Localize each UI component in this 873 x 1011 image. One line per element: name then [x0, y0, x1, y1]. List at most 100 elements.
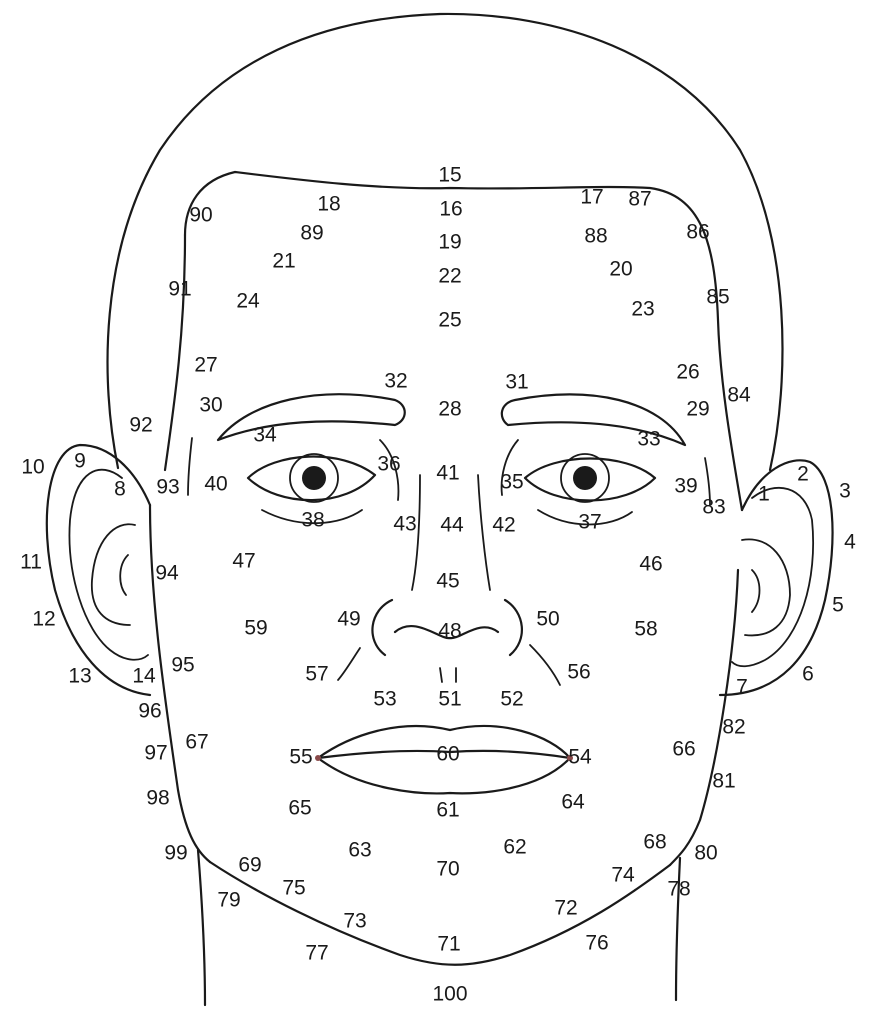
- point-label-5: 5: [832, 594, 844, 617]
- point-label-74: 74: [611, 864, 635, 887]
- point-label-12: 12: [32, 608, 55, 631]
- point-label-37: 37: [578, 511, 601, 534]
- point-label-73: 73: [343, 910, 366, 933]
- left-temple-crease: [188, 438, 192, 495]
- point-label-39: 39: [674, 475, 697, 498]
- point-label-93: 93: [156, 476, 179, 499]
- point-label-18: 18: [317, 193, 340, 216]
- point-label-26: 26: [676, 361, 699, 384]
- point-label-1: 1: [758, 483, 770, 506]
- point-label-89: 89: [300, 222, 323, 245]
- point-label-31: 31: [505, 371, 528, 394]
- point-label-61: 61: [436, 799, 459, 822]
- point-label-43: 43: [393, 513, 416, 536]
- philtrum: [440, 668, 456, 682]
- point-label-4: 4: [844, 531, 856, 554]
- point-label-45: 45: [436, 570, 459, 593]
- hairline: [185, 172, 742, 510]
- point-label-21: 21: [272, 250, 295, 273]
- left-ear: [47, 445, 150, 695]
- point-label-78: 78: [667, 878, 690, 901]
- point-label-23: 23: [631, 298, 654, 321]
- point-label-8: 8: [114, 478, 126, 501]
- point-label-20: 20: [609, 258, 632, 281]
- point-label-27: 27: [194, 354, 217, 377]
- point-label-76: 76: [585, 932, 608, 955]
- point-label-32: 32: [384, 370, 407, 393]
- nose-left-wing: [372, 600, 392, 655]
- nose-bridge-right: [478, 475, 490, 590]
- point-label-36: 36: [377, 453, 400, 476]
- point-label-25: 25: [438, 309, 461, 332]
- point-label-75: 75: [282, 877, 305, 900]
- point-label-49: 49: [337, 608, 360, 631]
- point-label-14: 14: [132, 665, 156, 688]
- point-label-34: 34: [253, 424, 277, 447]
- point-label-90: 90: [189, 204, 212, 227]
- right-ear-inner: [732, 488, 813, 666]
- point-label-64: 64: [561, 791, 585, 814]
- left-ear-canal: [92, 524, 135, 625]
- point-label-91: 91: [168, 278, 191, 301]
- point-label-51: 51: [438, 688, 461, 711]
- point-label-86: 86: [686, 221, 709, 244]
- right-pupil: [573, 466, 597, 490]
- point-label-77: 77: [305, 942, 328, 965]
- neck-left: [198, 850, 205, 1005]
- point-label-53: 53: [373, 688, 396, 711]
- point-label-68: 68: [643, 831, 666, 854]
- point-label-2: 2: [797, 463, 809, 486]
- point-label-29: 29: [686, 398, 709, 421]
- point-label-17: 17: [580, 186, 603, 209]
- point-label-100: 100: [432, 983, 467, 1006]
- point-label-81: 81: [712, 770, 735, 793]
- nose-right-wing: [505, 600, 522, 655]
- point-label-56: 56: [567, 661, 590, 684]
- point-label-54: 54: [568, 746, 592, 769]
- point-label-67: 67: [185, 731, 208, 754]
- point-label-59: 59: [244, 617, 267, 640]
- point-label-19: 19: [438, 231, 461, 254]
- point-label-94: 94: [155, 562, 179, 585]
- point-label-63: 63: [348, 839, 371, 862]
- point-label-38: 38: [301, 509, 324, 532]
- point-label-71: 71: [437, 933, 460, 956]
- point-label-24: 24: [236, 290, 260, 313]
- point-label-10: 10: [21, 456, 44, 479]
- left-eyebrow: [218, 394, 405, 440]
- nasolabial-left: [338, 648, 360, 680]
- point-label-40: 40: [204, 473, 227, 496]
- point-label-84: 84: [727, 384, 751, 407]
- point-label-82: 82: [722, 716, 745, 739]
- point-label-85: 85: [706, 286, 729, 309]
- point-labels: 1 2 3 4 5 6 7 8 9 10 11 12 13 14 15 16 1…: [20, 164, 856, 1006]
- point-label-35: 35: [500, 471, 523, 494]
- point-label-58: 58: [634, 618, 657, 641]
- point-label-6: 6: [802, 663, 814, 686]
- point-label-15: 15: [438, 164, 461, 187]
- point-label-96: 96: [138, 700, 161, 723]
- point-label-9: 9: [74, 450, 86, 473]
- point-label-62: 62: [503, 836, 526, 859]
- point-label-41: 41: [436, 462, 459, 485]
- point-label-95: 95: [171, 654, 194, 677]
- point-label-28: 28: [438, 398, 461, 421]
- point-label-44: 44: [440, 514, 464, 537]
- point-label-79: 79: [217, 889, 240, 912]
- point-label-99: 99: [164, 842, 187, 865]
- point-label-50: 50: [536, 608, 559, 631]
- point-label-7: 7: [736, 676, 748, 699]
- point-label-69: 69: [238, 854, 261, 877]
- point-label-60: 60: [436, 743, 459, 766]
- point-label-57: 57: [305, 663, 328, 686]
- point-label-13: 13: [68, 665, 91, 688]
- point-label-3: 3: [839, 480, 851, 503]
- point-label-97: 97: [144, 742, 167, 765]
- left-temple-line: [165, 235, 185, 470]
- point-label-42: 42: [492, 514, 515, 537]
- point-label-66: 66: [672, 738, 695, 761]
- left-ear-inner: [69, 470, 148, 660]
- point-label-46: 46: [639, 553, 662, 576]
- point-label-47: 47: [232, 550, 255, 573]
